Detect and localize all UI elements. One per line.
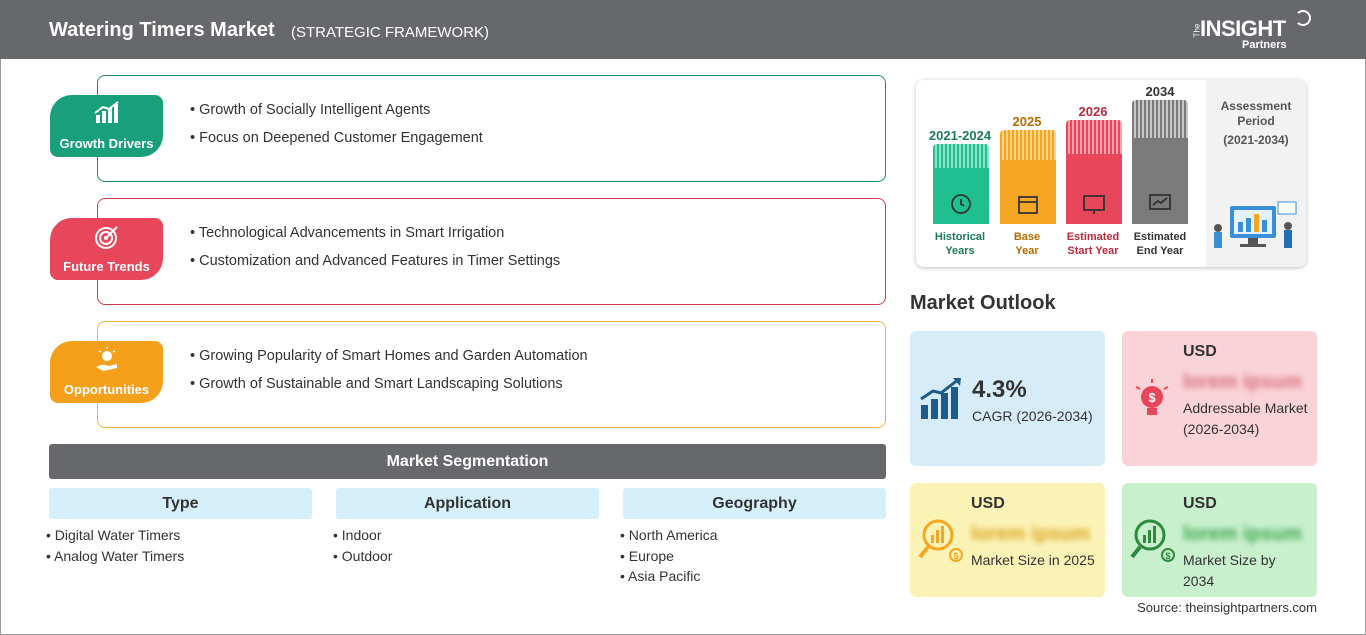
list-item: Europe: [620, 546, 886, 567]
list-item: Digital Water Timers: [46, 525, 312, 546]
badge-label: Future Trends: [63, 259, 150, 274]
list-item: Analog Water Timers: [46, 546, 312, 567]
future-trends-badge: Future Trends: [50, 218, 163, 280]
market-size-2034-card: USD lorem ipsum Market Size by 2034 $: [1122, 483, 1317, 597]
list-item: Growth of Sustainable and Smart Landscap…: [190, 370, 588, 398]
card-description: Market Size by 2034: [1183, 552, 1276, 589]
analytics-illustration-icon: [1214, 201, 1297, 248]
insight-partners-logo: The INSIGHT Partners: [1190, 8, 1320, 54]
cagr-value: 4.3%: [972, 376, 1027, 403]
list-item: Customization and Advanced Features in T…: [190, 247, 560, 275]
blurred-value: lorem ipsum: [971, 523, 1090, 545]
opportunities-badge: Opportunities: [50, 341, 163, 403]
card-description: Addressable Market (2026-2034): [1183, 400, 1308, 437]
svg-text:$: $: [1148, 390, 1156, 405]
timeline-bar-base: [1000, 130, 1056, 224]
market-outlook-title: Market Outlook: [910, 292, 1056, 314]
blurred-value: lorem ipsum: [1183, 523, 1302, 545]
blurred-value: lorem ipsum: [1183, 371, 1302, 393]
addressable-market-card: USD lorem ipsum Addressable Market (2026…: [1122, 331, 1317, 466]
source-credit: Source: theinsightpartners.com: [1137, 600, 1317, 615]
timeline-year: 2034: [1145, 84, 1175, 99]
list-item: Technological Advancements in Smart Irri…: [190, 219, 560, 247]
calendar-icon: [1018, 196, 1038, 214]
opportunities-box: Growing Popularity of Smart Homes and Ga…: [97, 321, 886, 428]
cagr-card: [910, 331, 1105, 466]
presentation-icon: [1149, 194, 1171, 210]
segment-type: Type Digital Water Timers Analog Water T…: [49, 488, 312, 566]
cagr-label: CAGR (2026-2034): [972, 408, 1093, 424]
list-item: Asia Pacific: [620, 566, 886, 587]
segment-application: Application Indoor Outdoor: [336, 488, 599, 566]
list-item: Growing Popularity of Smart Homes and Ga…: [190, 342, 587, 370]
header-bar: Watering Timers Market (STRATEGIC FRAMEW…: [0, 0, 1366, 59]
growth-drivers-badge: Growth Drivers: [50, 95, 163, 157]
growth-chart-icon: [920, 377, 961, 419]
list-item: Focus on Deepened Customer Engagement: [190, 124, 483, 152]
segment-heading: Type: [49, 488, 312, 519]
segment-geography: Geography North America Europe Asia Paci…: [623, 488, 886, 587]
timeline-year: 2021-2024: [928, 128, 992, 143]
currency-label: USD: [1183, 343, 1217, 360]
magnifier-chart-icon: $: [918, 519, 963, 562]
list-item: Outdoor: [333, 546, 599, 567]
card-description: Market Size in 2025: [971, 552, 1095, 568]
market-segmentation-header: Market Segmentation: [49, 444, 886, 479]
svg-text:$: $: [1165, 551, 1170, 561]
list-item: Growth of Socially Intelligent Agents: [190, 96, 483, 124]
segment-heading: Application: [336, 488, 599, 519]
page-subtitle: (STRATEGIC FRAMEWORK): [291, 24, 490, 41]
badge-label: Opportunities: [63, 382, 150, 397]
timeline-bar-historical: [933, 144, 989, 224]
badge-label: Growth Drivers: [59, 136, 154, 151]
lightbulb-hand-icon: [96, 347, 117, 371]
timeline-bar-start: [1066, 120, 1122, 224]
history-clock-icon: [951, 194, 971, 214]
currency-label: USD: [1183, 495, 1217, 512]
currency-label: USD: [971, 495, 1005, 512]
timeline-year: 2025: [1012, 114, 1042, 129]
page-title: Watering Timers Market: [49, 19, 275, 41]
market-size-2025-card: USD lorem ipsum Market Size in 2025 $: [910, 483, 1105, 597]
target-icon: [95, 226, 118, 249]
assessment-period-text: Assessment Period (2021-2034): [1220, 99, 1292, 147]
magnifier-chart-icon: $: [1130, 519, 1175, 562]
lightbulb-dollar-icon: $: [1135, 379, 1169, 415]
svg-text:$: $: [953, 551, 958, 561]
timeline-bar-end: [1132, 100, 1188, 224]
growth-drivers-box: Growth of Socially Intelligent Agents Fo…: [97, 75, 886, 182]
timeline-year: 2026: [1078, 104, 1108, 119]
list-item: Indoor: [333, 525, 599, 546]
future-trends-box: Technological Advancements in Smart Irri…: [97, 198, 886, 305]
growth-chart-icon: [94, 101, 119, 123]
start-flag-icon: [1083, 195, 1105, 214]
segment-heading: Geography: [623, 488, 886, 519]
list-item: North America: [620, 525, 886, 546]
